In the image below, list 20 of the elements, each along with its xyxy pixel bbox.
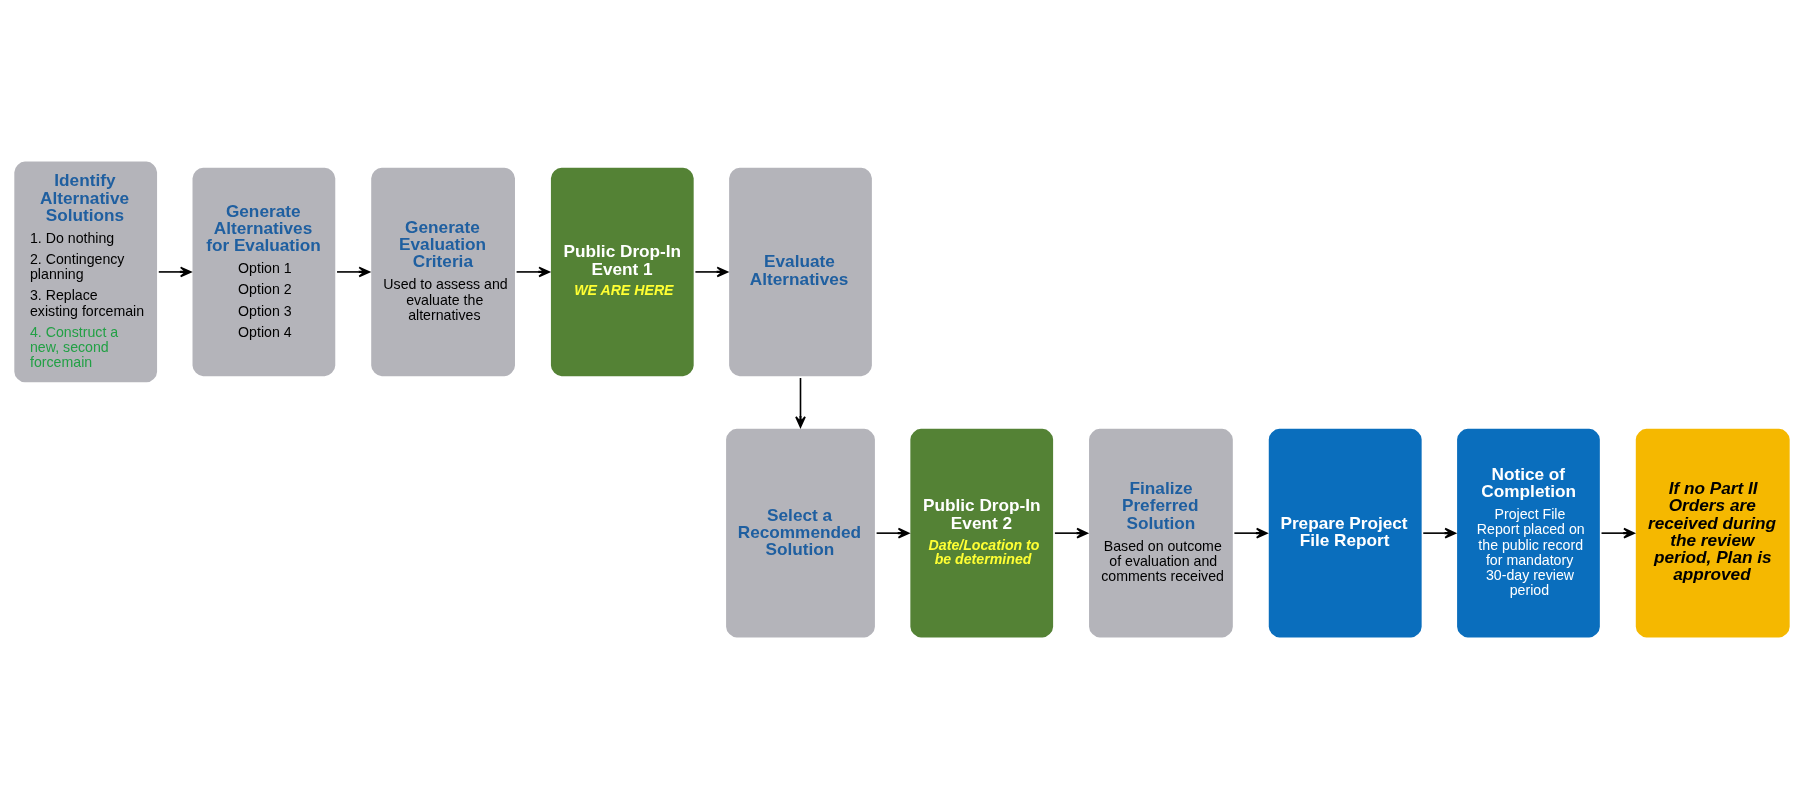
node-box: Prepare Project File Report: [1265, 425, 1425, 640]
node-box: Generate Evaluation Criteria Used to assess and evaluate the alternatives: [368, 164, 518, 379]
arrow: [157, 266, 192, 277]
arrow: [336, 266, 371, 277]
node-box: Notice of Completion Project File Report placed on the public record for mandatory 30-day review period: [1454, 425, 1603, 640]
arrow: [795, 376, 806, 428]
arrow: [1422, 527, 1457, 538]
node-box: Finalize Preferred Solution Based on outcome of evaluation and comments received: [1086, 425, 1236, 640]
arrow: [694, 266, 729, 277]
arrow: [1054, 527, 1088, 538]
node-box: If no Part II Orders are received during the review period, Plan is approved: [1632, 425, 1793, 640]
arrow: [875, 527, 910, 538]
node-box: Public Drop-In Event 2 Date/Location to be determined: [907, 425, 1057, 640]
arrow: [1600, 527, 1635, 538]
node-box: Evaluate Alternatives: [726, 164, 875, 379]
arrow: [515, 266, 551, 277]
arrow: [1233, 527, 1268, 538]
node-box: Public Drop-In Event 1 WE ARE HERE: [547, 164, 697, 379]
node-box: Select a Recommended Solution: [723, 425, 878, 640]
node-box: Generate Alternatives for Evaluation Option 1 Option 2 Option 3 Option 4: [189, 164, 339, 379]
